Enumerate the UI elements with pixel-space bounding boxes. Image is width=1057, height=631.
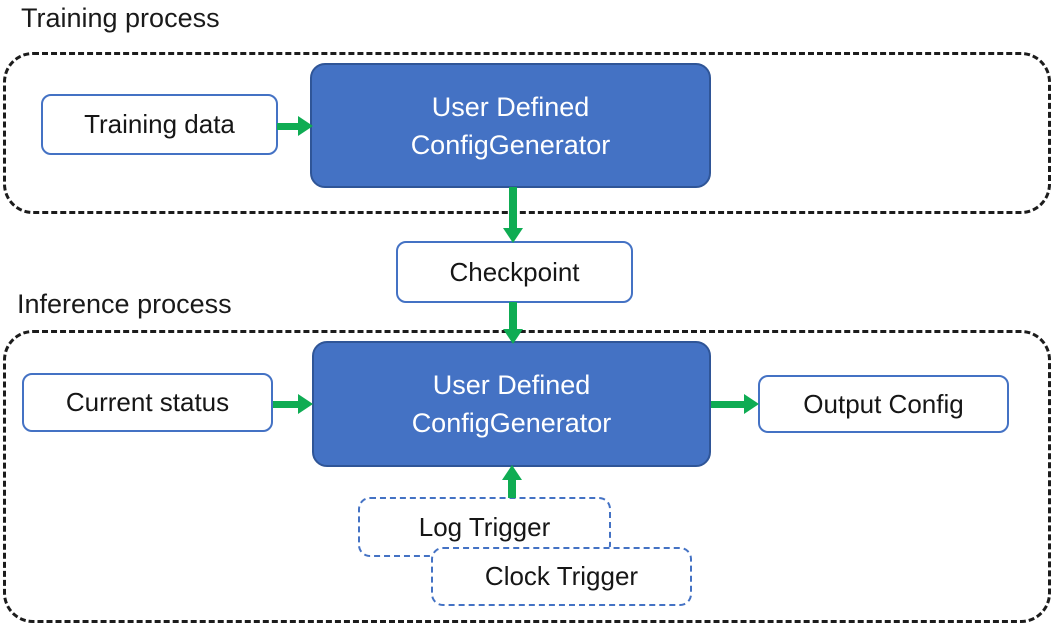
arrow-shaft (273, 400, 298, 408)
arrow-current-status-to-generator (273, 394, 313, 414)
arrow-checkpoint-to-inference-generator (503, 302, 523, 344)
training-data-box: Training data (41, 94, 278, 155)
checkpoint-box: Checkpoint (396, 241, 633, 303)
arrow-shaft (509, 187, 517, 228)
arrow-shaft (277, 122, 298, 130)
arrow-down-head-icon (503, 329, 523, 344)
arrow-right-head-icon (744, 394, 759, 414)
arrow-right-head-icon (298, 394, 313, 414)
training-generator-line1: User Defined (431, 91, 590, 122)
training-process-container (3, 52, 1051, 214)
inference-process-label: Inference process (17, 289, 232, 319)
arrow-down-head-icon (503, 228, 523, 243)
clock-trigger-box: Clock Trigger (431, 547, 692, 606)
arrow-shaft (508, 480, 516, 498)
inference-generator-line2: ConfigGenerator (411, 408, 612, 438)
arrow-training-data-to-generator (277, 116, 313, 136)
output-config-box: Output Config (758, 375, 1009, 433)
inference-generator-line1: User Defined (432, 370, 591, 400)
arrow-training-generator-to-checkpoint (503, 187, 523, 243)
inference-config-generator-box: User Defined ConfigGenerator (312, 341, 711, 467)
training-generator-line2: ConfigGenerator (410, 129, 611, 160)
arrow-shaft (509, 302, 517, 329)
arrow-generator-to-output-config (711, 394, 759, 414)
arrow-up-head-icon (502, 465, 522, 480)
training-process-label: Training process (21, 3, 220, 33)
inference-process-container (3, 330, 1051, 623)
arrow-triggers-to-generator (502, 465, 522, 498)
current-status-box: Current status (22, 373, 273, 432)
arrow-shaft (711, 400, 744, 408)
arrow-right-head-icon (298, 116, 313, 136)
training-config-generator-box: User Defined ConfigGenerator (310, 63, 711, 188)
